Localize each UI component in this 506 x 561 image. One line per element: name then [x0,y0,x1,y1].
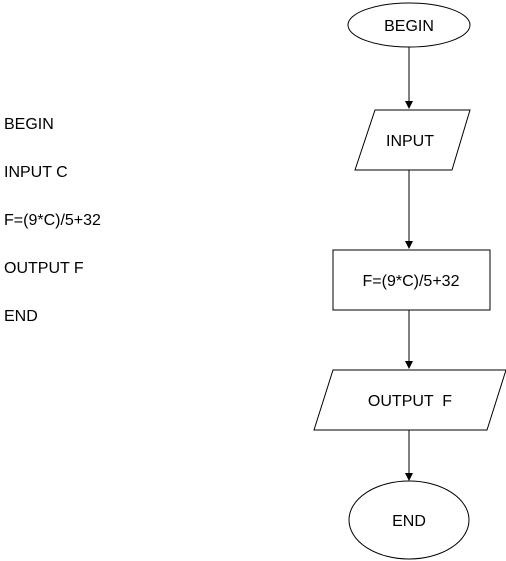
output-node: OUTPUT F [313,369,506,431]
end-terminal: END [348,480,470,560]
input-node-shape [354,109,471,171]
begin-terminal: BEGIN [347,2,471,48]
end-terminal-label: END [392,513,426,530]
process-node-label: F=(9*C)/5+32 [363,273,460,290]
pseudocode-line-begin: BEGIN [4,116,54,133]
input-node: INPUT [354,109,471,171]
input-node-label: INPUT [386,133,434,150]
pseudocode-line-output: OUTPUT F [4,260,84,277]
pseudocode-line-input: INPUT C [4,164,68,181]
pseudocode-line-formula: F=(9*C)/5+32 [4,212,101,229]
pseudocode-list: BEGIN INPUT C F=(9*C)/5+32 OUTPUT F END [4,115,101,355]
process-node-shape [332,249,491,311]
begin-terminal-label: BEGIN [384,18,434,35]
pseudocode-line-end: END [4,308,38,325]
end-terminal-shape [348,480,470,560]
process-node: F=(9*C)/5+32 [332,249,491,311]
output-node-shape [313,369,506,431]
output-node-label: OUTPUT F [368,393,452,410]
